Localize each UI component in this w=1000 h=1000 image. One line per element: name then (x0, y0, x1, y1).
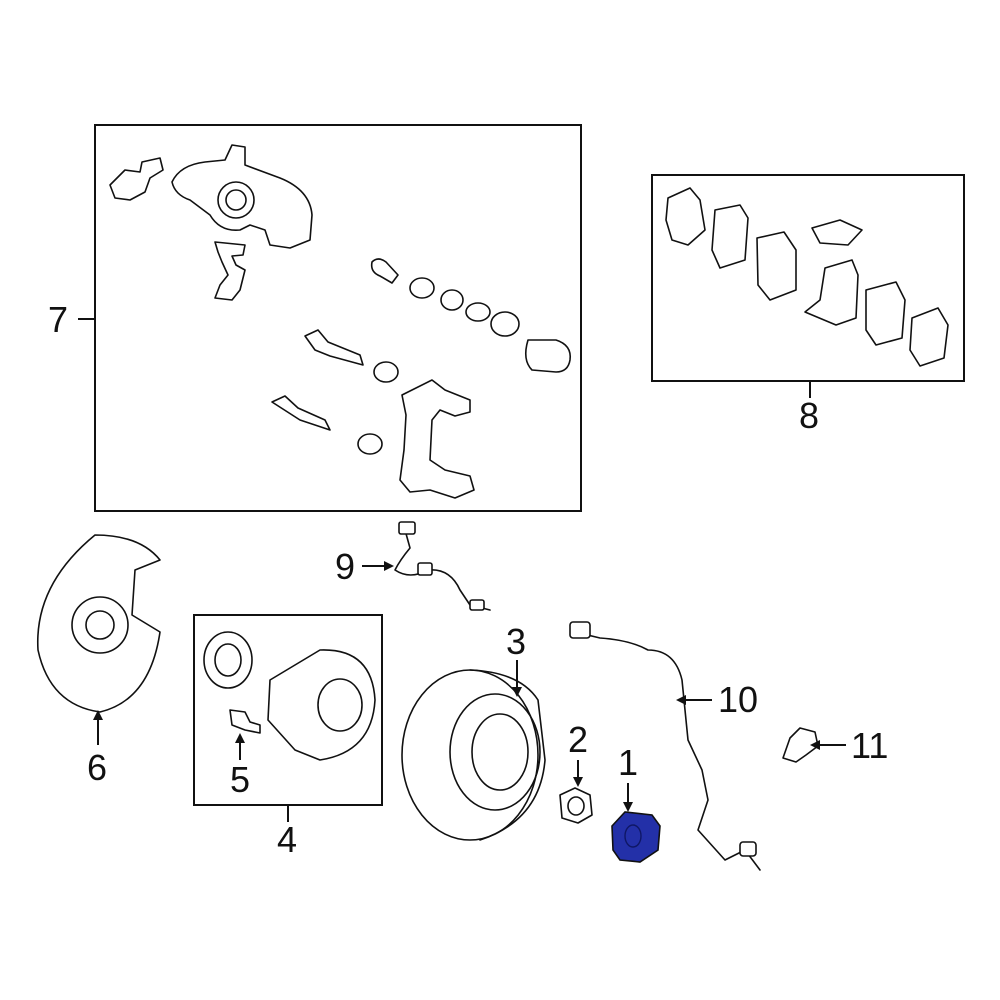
brake-pad-group (651, 174, 965, 382)
pad-2 (756, 231, 797, 301)
callout-9: 9 (335, 546, 355, 587)
dust-cap-highlighted (611, 811, 661, 863)
caliper-spring (214, 241, 246, 301)
callout-7: 7 (48, 299, 68, 340)
wheel-stud (229, 709, 261, 734)
callout-10: 10 (718, 679, 758, 720)
pad-wear-clip (811, 219, 863, 246)
guide-pin-upper (370, 258, 399, 284)
caliper-clip (109, 157, 164, 201)
hub-group (193, 614, 383, 806)
boot-2 (440, 289, 464, 311)
hub-flange (267, 649, 376, 761)
caliper-piston (524, 339, 572, 373)
callout-8: 8 (799, 395, 819, 436)
callout-4: 4 (277, 819, 297, 860)
callout-6: 6 (87, 747, 107, 788)
pad-shim-1 (665, 187, 706, 246)
caliper-assembly-group (94, 124, 582, 512)
callout-2: 2 (568, 719, 588, 760)
backing-plate (36, 534, 161, 713)
ring-2 (490, 311, 520, 337)
pad-1 (711, 204, 749, 269)
ring-1 (465, 302, 491, 322)
brake-hose (394, 521, 491, 611)
brake-rotor (401, 669, 546, 841)
callout-11: 11 (851, 725, 888, 766)
callout-1: 1 (618, 742, 638, 783)
caliper-bracket (399, 379, 475, 499)
pad-shim-2 (909, 307, 949, 367)
boot-4 (357, 433, 383, 455)
caliper-piston-bore (217, 181, 255, 219)
pad-4 (865, 281, 906, 346)
hub-nut (559, 787, 593, 824)
boot-1 (409, 277, 435, 299)
abs-sensor (569, 621, 761, 871)
sensor-clip (782, 727, 819, 763)
callout-5: 5 (230, 759, 250, 800)
pad-kit-box (651, 174, 965, 382)
callout-3: 3 (506, 621, 526, 662)
pad-3 (804, 259, 859, 326)
boot-3 (373, 361, 399, 383)
hub-seal (203, 631, 253, 689)
guide-bolt (304, 329, 364, 366)
guide-pin-lower (271, 395, 331, 431)
